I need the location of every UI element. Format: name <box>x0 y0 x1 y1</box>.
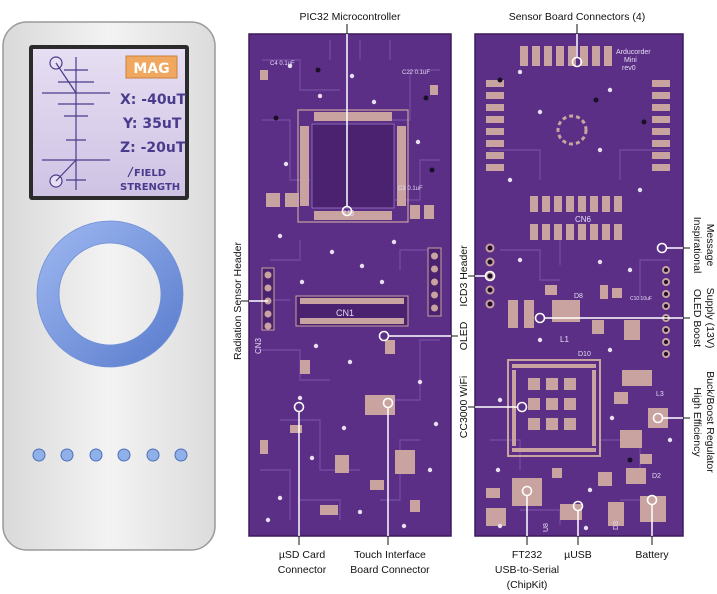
silk-c4: C4 0.1uF <box>270 61 295 67</box>
pcb-right-mid-pads <box>508 285 640 340</box>
silk-cn1: CN1 <box>336 308 354 318</box>
button-row <box>32 448 188 462</box>
marker-battery <box>646 494 658 506</box>
silk-arducorder: Arducorder <box>616 49 651 56</box>
label-oled-boost-2: Supply (13V) <box>704 288 716 349</box>
pcb-left-substrate <box>248 33 452 537</box>
label-icd3: ICD3 Header <box>458 245 470 307</box>
pcb-left: CN1 C4 0.1uF <box>248 33 452 537</box>
marker-oled-boost <box>534 312 546 324</box>
label-usd-1: µSD Card <box>279 549 325 561</box>
label-usd-2: Connector <box>278 564 327 576</box>
silk-u8: U8 <box>543 523 550 532</box>
reading-y: Y: 35uT <box>122 116 182 132</box>
marker-inspirational <box>656 242 668 254</box>
pcb-right-holes <box>497 77 647 463</box>
silk-rev0: rev0 <box>622 65 636 72</box>
label-battery: Battery <box>635 549 669 561</box>
pcb-right-vias <box>495 69 673 531</box>
device: MAG X: -40uT Y: 35uT Z: -20uT FIELD STRE… <box>2 21 216 551</box>
marker-regulator <box>652 412 664 424</box>
leader-lines-inner <box>249 34 683 536</box>
icd3-pins-left-board <box>427 247 442 317</box>
label-touch-2: Board Connector <box>350 564 430 576</box>
pcb-right: Arducorder Mini rev0 CN6 L1 D8 D10 C10 1… <box>474 33 684 537</box>
nav-ring-inner-outline <box>58 242 162 346</box>
mode-badge-label: MAG <box>133 61 169 77</box>
label-oled-boost-1: OLED Boost <box>691 289 703 347</box>
label-inspirational-2: Message <box>704 224 716 267</box>
label-ft232-1: FT232 <box>512 549 543 561</box>
marker-sensor-connectors <box>571 56 583 68</box>
label-inspirational-1: Inspirational <box>691 217 703 274</box>
regulator-pads <box>614 370 668 464</box>
label-radiation: Radiation Sensor Header <box>232 242 244 360</box>
label-oled: OLED <box>458 321 470 350</box>
mode-badge <box>125 55 178 79</box>
cc3000-module <box>507 359 601 457</box>
icd3-header-pins <box>485 243 495 309</box>
marker-touch <box>382 397 394 409</box>
marker-pic32 <box>341 205 353 217</box>
caption-strength: STRENGTH <box>120 182 180 193</box>
marker-icd3 <box>484 270 496 282</box>
button-6[interactable] <box>174 448 188 462</box>
marker-oled <box>378 330 390 342</box>
silk-l3: L3 <box>656 391 664 398</box>
label-musb: µUSB <box>564 549 592 561</box>
button-3[interactable] <box>89 448 103 462</box>
silk-c10: C10 10uF <box>630 296 652 302</box>
silk-d2: D2 <box>652 473 661 480</box>
label-touch-1: Touch Interface <box>354 549 426 561</box>
silk-u3: U3 <box>344 209 355 218</box>
button-1[interactable] <box>32 448 46 462</box>
pic32-pins <box>300 112 406 220</box>
label-sensor-connectors: Sensor Board Connectors (4) <box>509 11 646 23</box>
pcb-right-bottom-pads <box>486 468 666 526</box>
radiation-header-pins <box>261 267 275 331</box>
silk-l1: L1 <box>560 335 569 344</box>
silk-d3: D3 <box>613 521 620 530</box>
marker-ft232 <box>521 485 533 497</box>
pic32-chip-body <box>311 123 395 209</box>
silk-cn6: CN6 <box>575 215 592 224</box>
label-ft232-2: USB-to-Serial <box>495 564 559 576</box>
nav-ring[interactable] <box>37 221 183 367</box>
label-ft232-3: (ChipKit) <box>507 579 548 591</box>
pcb-left-top-pads <box>260 70 438 219</box>
label-regulator-1: High Efficiency <box>691 387 703 457</box>
caption-field: FIELD <box>134 168 166 179</box>
button-5[interactable] <box>146 448 160 462</box>
reading-x: X: -40uT <box>120 92 187 108</box>
oled-boost-pins <box>662 266 670 358</box>
reading-z: Z: -20uT <box>120 140 186 156</box>
marker-wifi <box>516 401 528 413</box>
cn1-pins <box>300 298 404 324</box>
oshw-gear-icon <box>556 114 588 146</box>
sensor-connector-pads <box>486 46 670 240</box>
marker-usd <box>293 401 305 413</box>
marker-musb <box>572 500 584 512</box>
silk-mini: Mini <box>624 57 637 64</box>
cc3000-pads <box>512 364 596 452</box>
label-regulator-2: Buck/Boost Regulator <box>704 371 716 473</box>
pic32-chip <box>297 109 409 223</box>
button-4[interactable] <box>117 448 131 462</box>
pcb-left-vias <box>265 63 439 529</box>
label-wifi: CC3000 WiFi <box>458 376 470 438</box>
pcb-left-holes <box>273 67 435 173</box>
silk-d10: D10 <box>578 351 591 358</box>
button-2[interactable] <box>60 448 74 462</box>
nav-ring-outline <box>36 220 184 368</box>
silk-c3: C3 0.1uF <box>398 186 423 192</box>
silk-cn3: CN3 <box>254 337 263 354</box>
field-graphic <box>42 56 110 190</box>
silk-d8: D8 <box>574 293 583 300</box>
silk-c22: C22 0.1uF <box>402 70 430 76</box>
leader-lines-outer <box>241 24 690 545</box>
label-pic32: PIC32 Microcontroller <box>300 11 401 23</box>
